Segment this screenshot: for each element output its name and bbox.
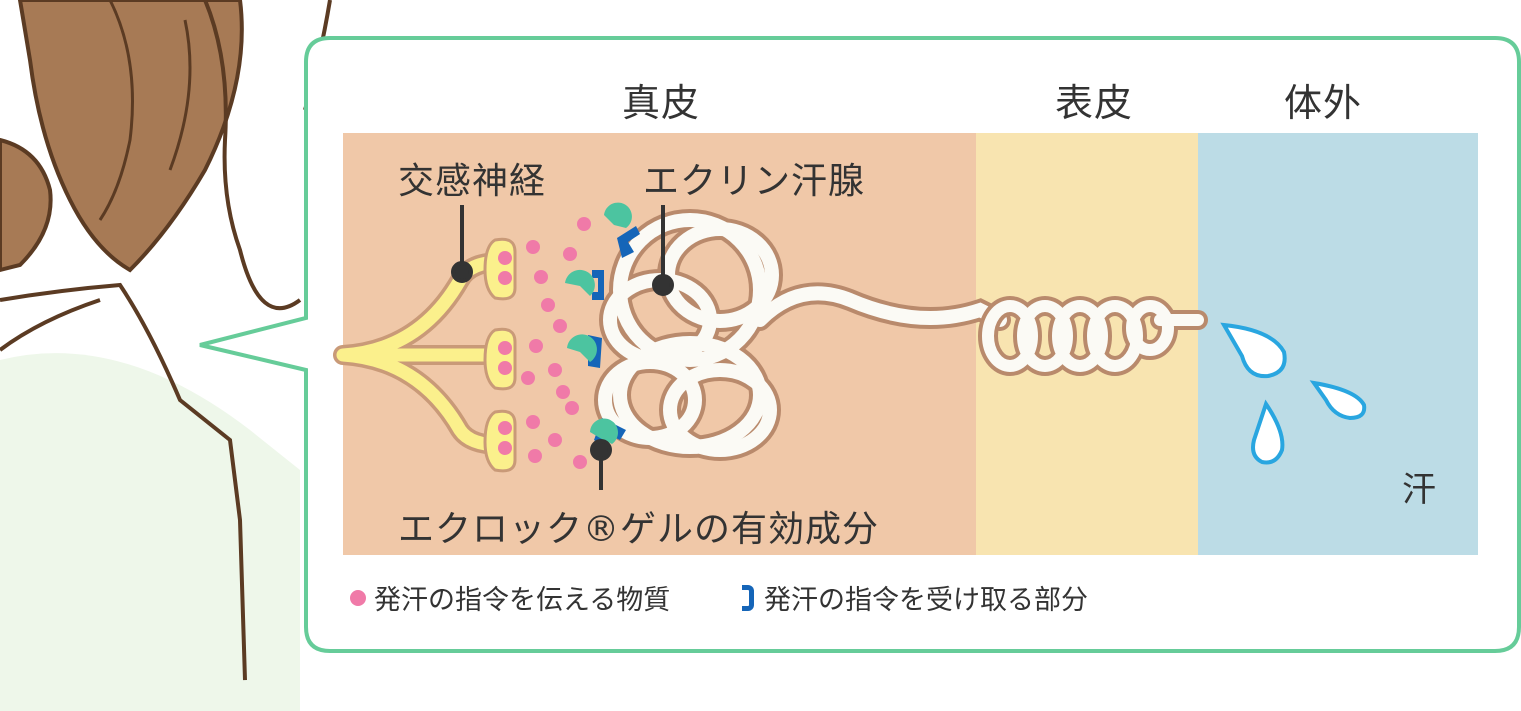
active-ingredient <box>565 202 632 444</box>
shirt <box>0 353 300 711</box>
sweat-label: 汗 <box>1402 470 1437 510</box>
dermis-label: 真皮 <box>622 81 701 125</box>
legend-receptor: 発汗の指令を受け取る部分 <box>742 578 1088 617</box>
hair-strand <box>168 19 192 171</box>
sweat-drop <box>1220 322 1287 379</box>
gland-label: エクリン汗腺 <box>643 161 866 202</box>
sweat-duct <box>978 296 1208 376</box>
messenger-dot-icon <box>350 589 366 606</box>
legend-messenger: 発汗の指令を伝える物質 <box>350 578 670 617</box>
neck-line <box>203 0 302 311</box>
messenger-dots <box>498 217 591 469</box>
nerve-label: 交感神経 <box>398 161 547 202</box>
hair-side <box>0 137 53 273</box>
sweat-drop <box>1309 380 1367 421</box>
collar <box>0 282 247 681</box>
outside-label: 体外 <box>1284 81 1363 125</box>
sympathetic-nerve <box>333 252 510 455</box>
receptor-bracket-icon <box>742 584 754 611</box>
hair-strand <box>98 0 134 221</box>
sweat-drops <box>1220 322 1367 465</box>
sweat-drop <box>1251 399 1285 465</box>
legend-messenger-text: 発汗の指令を伝える物質 <box>374 585 671 616</box>
collar-fold <box>0 298 101 352</box>
leader-lines <box>451 205 674 490</box>
agent-label: エクロック®ゲルの有効成分 <box>398 509 880 550</box>
legend-receptor-text: 発汗の指令を受け取る部分 <box>764 585 1088 616</box>
epidermis-label: 表皮 <box>1055 81 1134 125</box>
